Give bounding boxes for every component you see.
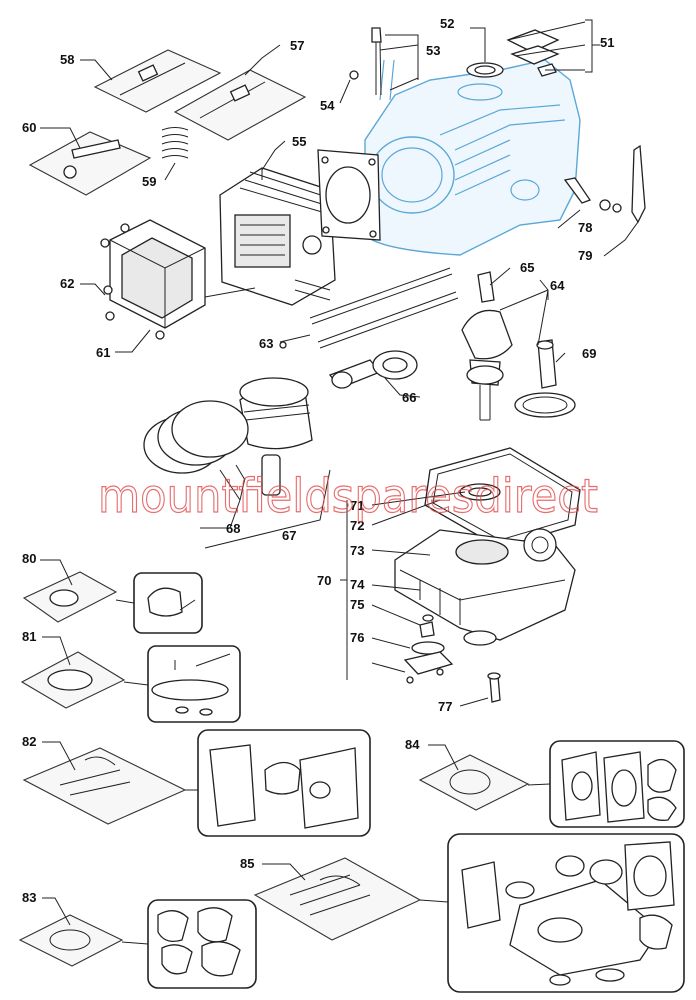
leader-lines: [40, 19, 639, 926]
kit-81: [20, 645, 241, 723]
parts-bag-57: [173, 69, 307, 141]
label-75: 75: [350, 597, 364, 612]
label-69: 69: [582, 346, 596, 361]
crankcase-cover-73: [394, 528, 576, 646]
label-83: 83: [22, 890, 36, 905]
label-78: 78: [578, 220, 592, 235]
camshaft-69: [514, 339, 576, 418]
parts-bag-60: [28, 131, 152, 196]
label-66: 66: [402, 390, 416, 405]
label-51: 51: [600, 35, 614, 50]
crankshaft-64: [461, 271, 513, 421]
label-82: 82: [22, 734, 36, 749]
label-58: 58: [60, 52, 74, 67]
label-77: 77: [438, 699, 452, 714]
label-53: 53: [426, 43, 440, 58]
label-54: 54: [320, 98, 335, 113]
label-60: 60: [22, 120, 36, 135]
part-number-labels: 51 52 53 54 55 57 58 59 60 61 62 63 64 6…: [22, 16, 614, 905]
label-61: 61: [96, 345, 110, 360]
bolt-77: [487, 672, 501, 703]
valve-spring-59: [161, 127, 189, 159]
label-85: 85: [240, 856, 254, 871]
dipstick-tube: [371, 27, 382, 96]
label-74: 74: [350, 577, 365, 592]
kit-85: [253, 833, 685, 993]
label-59: 59: [142, 174, 156, 189]
label-79: 79: [578, 248, 592, 263]
label-71: 71: [350, 498, 364, 513]
label-68: 68: [226, 521, 240, 536]
drain-plug-75: [419, 614, 435, 638]
oil-seal-72: [459, 483, 501, 501]
label-72: 72: [350, 518, 364, 533]
watermark: mountfieldsparesdirect: [98, 469, 598, 523]
label-65: 65: [520, 260, 534, 275]
bolt-54: [349, 70, 359, 80]
label-76: 76: [350, 630, 364, 645]
breather-kit-51: [506, 29, 560, 77]
oil-seal-52: [466, 62, 504, 78]
cover-bolts-62: [100, 223, 165, 340]
connecting-rod-66: [328, 350, 418, 389]
label-52: 52: [440, 16, 454, 31]
label-63: 63: [259, 336, 273, 351]
label-64: 64: [550, 278, 565, 293]
piston-rings-68: [143, 400, 249, 481]
push-rods-63: [279, 267, 459, 349]
label-57: 57: [290, 38, 304, 53]
governor-arm: [563, 144, 646, 224]
label-55: 55: [292, 134, 306, 149]
head-bolt: [204, 287, 256, 298]
kit-80: [22, 571, 203, 634]
kit-83: [18, 899, 257, 989]
label-62: 62: [60, 276, 74, 291]
head-gasket: [317, 149, 381, 241]
cylinder-head-55: [219, 167, 336, 306]
label-84: 84: [405, 737, 420, 752]
label-80: 80: [22, 551, 36, 566]
piston-67: [239, 377, 313, 496]
label-73: 73: [350, 543, 364, 558]
rocker-cover-61: [109, 219, 206, 329]
label-81: 81: [22, 629, 36, 644]
kit-84: [418, 740, 685, 828]
label-67: 67: [282, 528, 296, 543]
engine-block: [364, 59, 581, 256]
label-70: 70: [317, 573, 331, 588]
parts-bag-58: [93, 49, 222, 113]
kit-82: [22, 729, 371, 837]
oil-level-gasket-76: [403, 641, 454, 684]
